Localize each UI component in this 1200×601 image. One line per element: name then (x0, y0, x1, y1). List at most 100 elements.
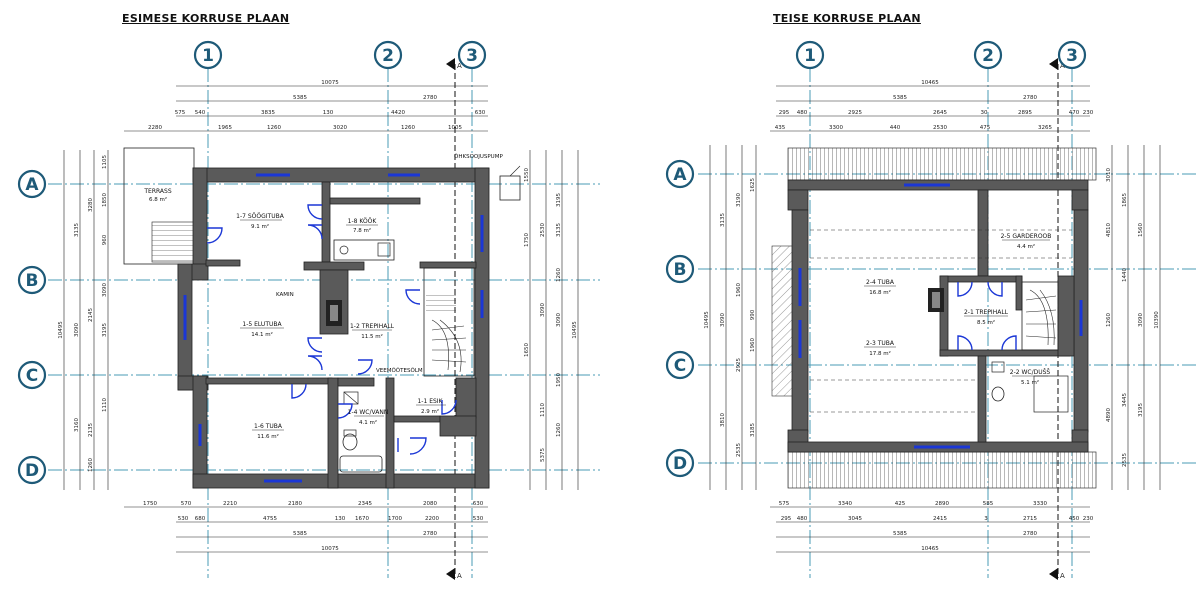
wall (939, 275, 1023, 283)
svg-text:D: D (25, 461, 39, 481)
room-label: 2-5 GARDEROOB (1001, 233, 1052, 240)
room-area: 11.6 m² (257, 433, 279, 440)
room-label: 1-2 TREPIHALL (350, 323, 395, 330)
dim-right: 10390 (1154, 311, 1160, 329)
svg-text:D: D (673, 454, 687, 474)
dim-left: 3090 (102, 283, 108, 297)
dim-left: 1850 (102, 193, 108, 207)
room-label: 2-3 TUBA (866, 340, 895, 347)
dim-left: 1105 (102, 155, 108, 169)
dim-top: 440 (890, 125, 901, 131)
wall (787, 189, 809, 211)
svg-text:3: 3 (466, 46, 478, 66)
dim-bottom: 2210 (223, 501, 237, 507)
axis-bubble-1: 1 (795, 40, 825, 70)
dim-right: 3195 (556, 193, 562, 207)
svg-text:B: B (26, 271, 39, 291)
staircase (1021, 281, 1059, 351)
dim-bottom: 2415 (933, 516, 947, 522)
door (307, 204, 323, 220)
second-floor-plan-title: TEISE KORRUSE PLAAN (773, 12, 921, 25)
room-area: 9.1 m² (251, 223, 269, 230)
axis-bubble-2: 2 (373, 40, 403, 70)
room-label: 1-5 ELUTUBA (242, 321, 282, 328)
dim-right: 1550 (524, 168, 530, 182)
dim-right: 1260 (556, 423, 562, 437)
dim-top: 2925 (848, 110, 862, 116)
wall (205, 377, 333, 385)
wall (419, 261, 477, 269)
dim-right: 1865 (1122, 193, 1128, 207)
section-arrow-icon (446, 58, 455, 70)
dim-right: 2530 (540, 223, 546, 237)
toilet-icon (991, 386, 1005, 402)
door (441, 399, 457, 415)
dim-bottom: 570 (181, 501, 192, 507)
dim-top: 4420 (391, 110, 405, 116)
section-arrow-icon (1049, 568, 1058, 580)
door (987, 281, 1003, 297)
axis-bubble-B: B (665, 254, 695, 284)
wall (977, 355, 987, 443)
door (307, 337, 323, 353)
dim-right: 1560 (1138, 223, 1144, 237)
wall (192, 473, 490, 489)
room-label: 2-1 TREPIHALL (964, 309, 1009, 316)
room-label: 1-1 ESIK (417, 398, 443, 405)
section-mark-label: A (1060, 62, 1065, 70)
room-area: 6.8 m² (149, 196, 167, 203)
wall (939, 349, 1071, 357)
dim-right: 10495 (572, 321, 578, 339)
wall (329, 197, 421, 205)
dim-left: 3135 (74, 223, 80, 237)
wall (455, 377, 477, 419)
dim-top: 2530 (933, 125, 947, 131)
sink-icon (991, 361, 1005, 373)
axis-bubble-C: C (665, 350, 695, 380)
stove-icon (339, 245, 349, 255)
roof-eave-bottom (787, 451, 1097, 489)
dim-right: 1650 (524, 343, 530, 357)
dim-left: 2925 (736, 358, 742, 372)
room-area: 2.9 m² (421, 408, 439, 415)
axis-bubble-1: 1 (193, 40, 223, 70)
dim-left: 2135 (88, 423, 94, 437)
dim-bottom: 630 (473, 501, 484, 507)
svg-text:A: A (25, 175, 39, 195)
room-area: 16.8 m² (869, 289, 891, 296)
room-area: 7.8 m² (353, 227, 371, 234)
axis-bubble-2: 2 (973, 40, 1003, 70)
wall (192, 167, 208, 267)
room-label: 1-6 TUBA (254, 423, 283, 430)
dim-bottom: 5385 (893, 531, 907, 537)
dim-top-total: 10075 (321, 80, 339, 86)
dim-bottom: 450 (1069, 516, 1080, 522)
svg-text:2: 2 (382, 46, 394, 66)
dim-left: 2145 (88, 308, 94, 322)
dim-left: 3090 (720, 313, 726, 327)
dim-left: 3280 (88, 198, 94, 212)
dim-left: 1960 (736, 283, 742, 297)
room-area: 14.1 m² (251, 331, 273, 338)
dim-bottom: 3340 (838, 501, 852, 507)
dim-left: 2535 (736, 443, 742, 457)
dim-top: 3020 (333, 125, 347, 131)
room-label: 1-7 SÖÖGITUBA (236, 213, 285, 220)
svg-text:1: 1 (202, 46, 214, 66)
dim-left: 960 (102, 234, 108, 245)
dim-bottom: 530 (473, 516, 484, 522)
dim-top: 2780 (1023, 95, 1037, 101)
dim-bottom: 130 (335, 516, 346, 522)
dim-left: 3160 (74, 418, 80, 432)
axis-bubble-3: 3 (1057, 40, 1087, 70)
dim-left: 3195 (102, 323, 108, 337)
dim-left: 10495 (704, 311, 710, 329)
dim-top: 630 (475, 110, 486, 116)
axis-bubble-D: D (17, 455, 47, 485)
room-label: 1-4 WC/VANN (348, 409, 389, 416)
dim-top: 470 (1069, 110, 1080, 116)
dim-top: 2780 (423, 95, 437, 101)
wall (303, 261, 365, 271)
dim-left: 1260 (88, 458, 94, 472)
